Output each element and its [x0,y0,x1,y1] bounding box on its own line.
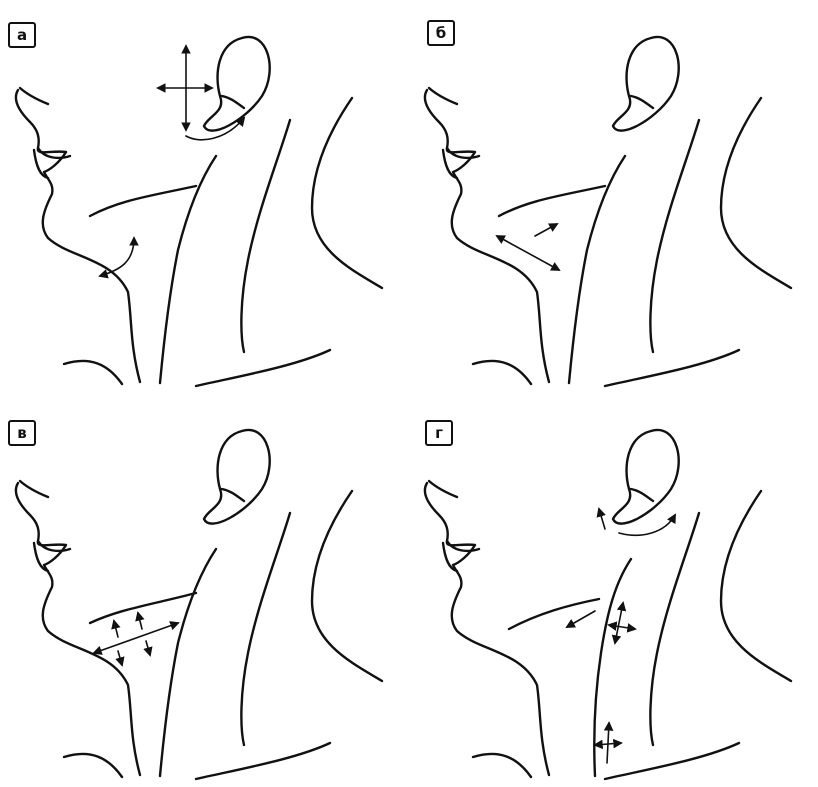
panel-label-d: г [425,420,453,446]
neck-diagram-d [409,393,818,787]
panel-b: б [409,0,818,393]
neck-diagram-c [0,393,409,787]
neck-diagram-b [409,0,818,394]
panel-label-a: а [8,22,36,48]
panel-c: в [0,393,409,787]
panel-label-c: в [8,420,36,446]
neck-diagram-a [0,0,409,394]
panel-a: а [0,0,409,393]
panel-d: г [409,393,818,787]
panel-label-b: б [427,20,455,46]
